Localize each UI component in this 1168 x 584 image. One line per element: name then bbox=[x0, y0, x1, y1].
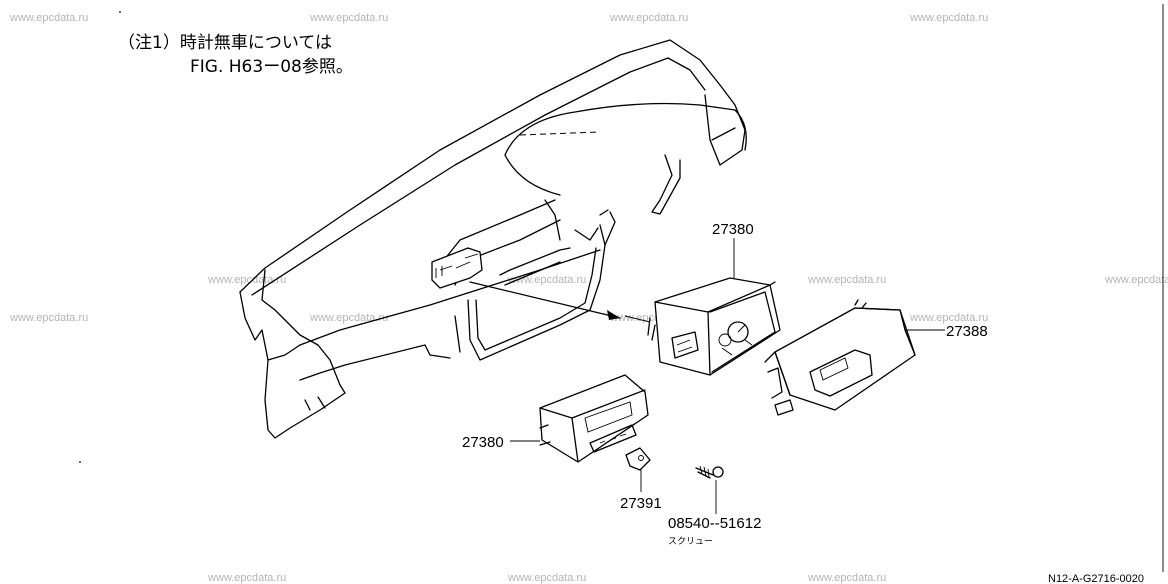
watermark: www.epcdata.ru bbox=[9, 12, 88, 24]
clock-assembly bbox=[647, 277, 781, 376]
watermark: www.epcdata.ru bbox=[309, 12, 388, 24]
instrument-panel bbox=[239, 39, 747, 439]
figure-code: N12-A-G2716-0020 bbox=[1048, 573, 1144, 584]
watermark: www.epcdata.ru bbox=[207, 572, 286, 584]
watermark: www.epcdata.ru bbox=[909, 312, 988, 324]
watermark: www.epcdata.ru bbox=[1104, 274, 1168, 286]
watermarks: www.epcdata.ru www.epcdata.ru www.epcdat… bbox=[9, 12, 1168, 584]
screw-part-number: 08540--51612 bbox=[668, 515, 761, 532]
watermark: www.epcdata.ru bbox=[9, 312, 88, 324]
note-line-1: （注1）時計無車については bbox=[118, 33, 332, 53]
watermark: www.epcdata.ru bbox=[507, 572, 586, 584]
part-number-27380: 27380 bbox=[712, 221, 754, 238]
stray-mark bbox=[119, 11, 121, 13]
screw-name: スクリュー bbox=[668, 536, 713, 547]
watermark: www.epcdata.ru bbox=[807, 572, 886, 584]
clock-assembly-lower bbox=[539, 374, 649, 463]
part-number-27388: 27388 bbox=[946, 323, 988, 340]
bracket bbox=[625, 447, 651, 471]
part-number-27380-lower: 27380 bbox=[462, 434, 504, 451]
stray-mark bbox=[79, 461, 81, 463]
watermark: www.epcdata.ru bbox=[609, 12, 688, 24]
watermark: www.epcdata.ru bbox=[807, 274, 886, 286]
clock-finisher bbox=[764, 299, 916, 416]
watermark: www.epcdata.ru bbox=[309, 312, 388, 324]
screw bbox=[695, 465, 724, 479]
note-line-2: FIG. H63ー08参照。 bbox=[190, 57, 353, 77]
watermark: www.epcdata.ru bbox=[909, 12, 988, 24]
watermark: www.epcdata.ru bbox=[507, 274, 586, 286]
part-number-27391: 27391 bbox=[620, 495, 662, 512]
watermark: www.epcdata.ru bbox=[207, 274, 286, 286]
